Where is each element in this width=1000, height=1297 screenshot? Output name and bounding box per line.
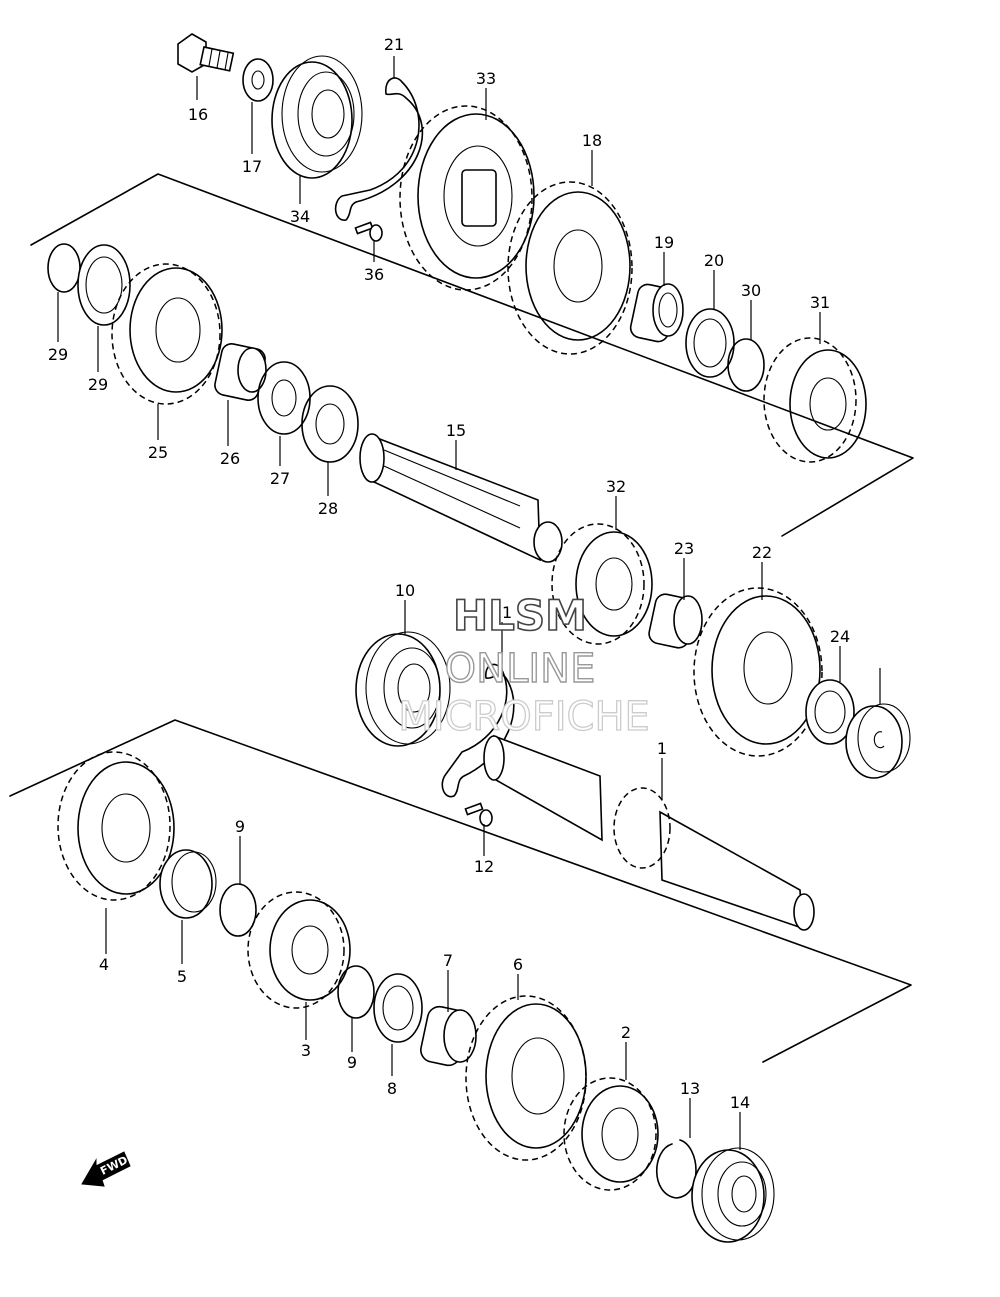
watermark-line-1: HLSM <box>453 591 587 640</box>
gear-3 <box>247 891 351 1009</box>
gear-2 <box>563 1077 659 1191</box>
label-16: 16 <box>188 105 208 124</box>
label-1: 1 <box>657 739 667 758</box>
label-29-left: 29 <box>48 345 68 364</box>
label-30: 31 <box>810 293 830 312</box>
label-32: 33 <box>476 69 496 88</box>
countershaft-15 <box>359 433 563 563</box>
bearing-33 <box>271 55 363 179</box>
washer-17 <box>242 58 274 102</box>
label-34: 21 <box>384 35 404 54</box>
label-33: 34 <box>290 207 310 226</box>
watermark: HLSM ONLINE MICROFICHE <box>398 590 651 740</box>
label-35: 36 <box>364 265 384 284</box>
bushing-22 <box>648 593 703 649</box>
label-22: 23 <box>674 539 694 558</box>
label-9-upper: 9 <box>235 817 245 836</box>
label-21: 22 <box>752 543 772 562</box>
circlip-9-lower <box>337 965 375 1019</box>
driveshaft-1 <box>483 734 815 931</box>
label-20: 20 <box>704 251 724 270</box>
label-17: 17 <box>242 157 262 176</box>
bearing-36 <box>845 703 911 779</box>
washer-28 <box>77 244 131 326</box>
gear-30 <box>763 337 867 463</box>
watermark-line-3: MICROFICHE <box>398 694 650 740</box>
gear-21 <box>693 587 823 757</box>
label-4: 4 <box>99 955 109 974</box>
bushing-5 <box>159 849 217 919</box>
label-27: 28 <box>318 499 338 518</box>
circlip-9-upper <box>219 883 257 937</box>
circlip-10 <box>655 1139 697 1199</box>
washer-20 <box>685 308 735 378</box>
label-19: 19 <box>654 233 674 252</box>
bushing-19 <box>629 283 684 343</box>
circlip-29-right <box>727 338 765 392</box>
watermark-line-2: ONLINE <box>445 646 596 692</box>
washer-23 <box>805 679 855 745</box>
label-9-lower: 9 <box>347 1053 357 1072</box>
retainer-plate-34 <box>334 77 424 221</box>
gear-32 <box>399 105 535 291</box>
bushing-7 <box>420 1005 477 1067</box>
bolt-16 <box>177 33 235 73</box>
leader-lines <box>57 56 881 1150</box>
label-2: 2 <box>621 1023 631 1042</box>
part-number-labels: 21 33 18 16 17 34 36 19 20 30 31 29 29 2… <box>48 35 850 1112</box>
label-23: 24 <box>830 627 850 646</box>
label-24: 25 <box>148 443 168 462</box>
label-6: 6 <box>513 955 523 974</box>
lock-washer-27 <box>301 385 359 463</box>
gear-24 <box>111 263 223 405</box>
washer-8 <box>373 973 423 1043</box>
label-31: 32 <box>606 477 626 496</box>
label-15: 15 <box>446 421 466 440</box>
bearing-11 <box>355 631 451 747</box>
bushing-25 <box>214 343 267 401</box>
label-13: 12 <box>474 857 494 876</box>
label-12: 11 <box>492 603 512 622</box>
label-11: 10 <box>395 581 415 600</box>
label-5: 5 <box>177 967 187 986</box>
label-10: 13 <box>680 1079 700 1098</box>
circlip-29-left <box>47 243 81 293</box>
bearing-14 <box>691 1147 775 1243</box>
label-18: 18 <box>582 131 602 150</box>
gear-18 <box>507 181 633 355</box>
gear-31 <box>551 523 653 645</box>
label-28: 29 <box>88 375 108 394</box>
screw-35 <box>354 221 383 242</box>
forward-direction-arrow: FWD <box>81 1151 131 1187</box>
label-25: 26 <box>220 449 240 468</box>
label-3: 3 <box>301 1041 311 1060</box>
label-7: 7 <box>443 951 453 970</box>
gear-4 <box>57 751 175 901</box>
countershaft-group-frame <box>30 173 914 537</box>
gear-6 <box>465 995 587 1161</box>
label-29-right: 30 <box>741 281 761 300</box>
retainer-plate-12 <box>441 663 515 798</box>
label-26: 27 <box>270 469 290 488</box>
screw-13 <box>464 802 493 827</box>
label-14: 14 <box>730 1093 750 1112</box>
label-8: 8 <box>387 1079 397 1098</box>
